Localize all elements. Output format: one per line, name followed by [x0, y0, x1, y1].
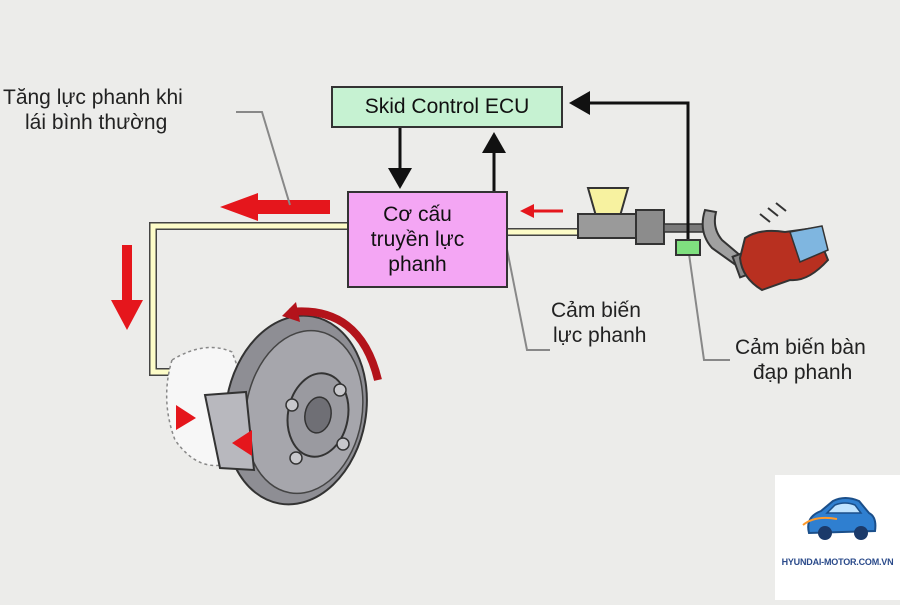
pointer-lines	[236, 111, 730, 361]
watermark-logo: HYUNDAI-MOTOR.COM.VN	[775, 475, 900, 600]
watermark-text: HYUNDAI-MOTOR.COM.VN	[781, 557, 894, 567]
brake-force-sensor-line2: lực phanh	[553, 324, 647, 347]
normal-brake-boost-line2: lái bình thường	[25, 111, 168, 134]
pedal-sensor-label: Cảm biến bàn đạp phanh	[735, 335, 866, 385]
brake-force-sensor-label: Cảm biến lực phanh	[551, 298, 646, 348]
skid-control-ecu-label: Skid Control ECU	[364, 95, 530, 118]
pedal-sensor-line1: Cảm biến bàn	[735, 336, 866, 359]
brake-actuator-line3: phanh	[388, 253, 447, 276]
pedal-sensor	[675, 239, 701, 256]
pedal-sensor-line2: đạp phanh	[753, 361, 853, 384]
disc-brake	[165, 302, 382, 506]
brake-actuator-line1: Cơ cấu	[383, 203, 452, 226]
brake-actuator-line2: truyền lực	[370, 228, 465, 251]
brake-actuator-box: Cơ cấu truyền lực phanh	[347, 191, 508, 288]
normal-brake-boost-line1: Tăng lực phanh khi	[3, 86, 183, 109]
brake-force-sensor-line1: Cảm biến	[551, 299, 641, 322]
skid-control-ecu-box: Skid Control ECU	[331, 86, 563, 128]
foot-icon	[738, 202, 830, 292]
master-cylinder	[577, 187, 711, 245]
ecu-connections	[388, 91, 690, 240]
flow-arrows	[111, 193, 563, 330]
normal-brake-boost-label: Tăng lực phanh khi lái bình thường	[3, 85, 183, 135]
car-logo-icon	[802, 497, 877, 540]
